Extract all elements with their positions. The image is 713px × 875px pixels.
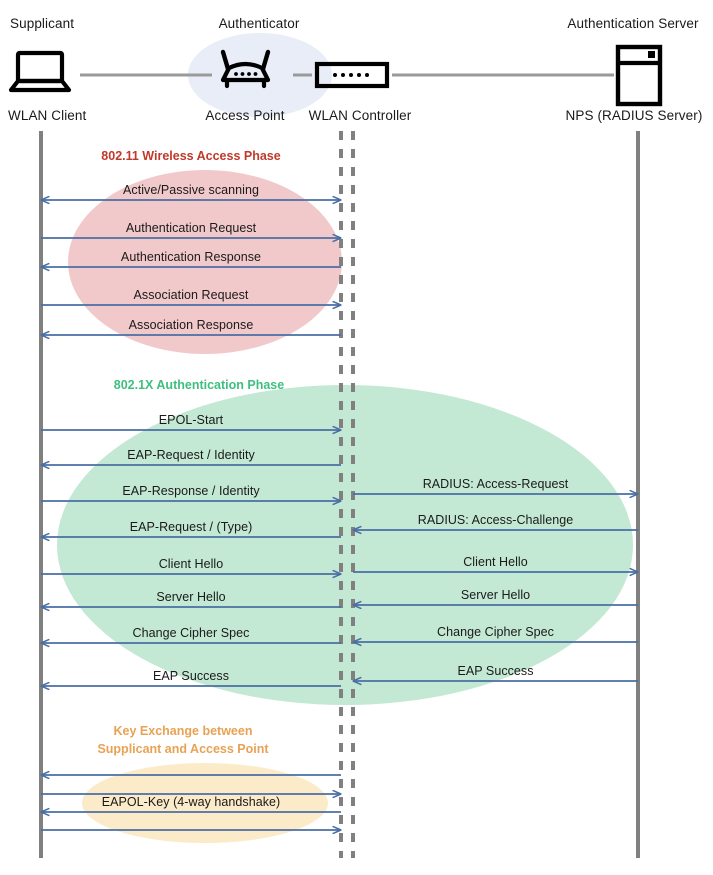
actor-role-authenticator: Authenticator: [218, 16, 300, 31]
phase-label-wireless: 802.11 Wireless Access Phase: [101, 149, 281, 163]
actor-role-auth-server: Authentication Server: [567, 16, 699, 31]
message-label-left-11: Change Cipher Spec: [132, 626, 250, 640]
phase-label-key-exchange-line2: Supplicant and Access Point: [97, 742, 269, 756]
ellipse-key-phase: [82, 763, 328, 843]
message-label-left-8: EAP-Request / (Type): [129, 520, 253, 534]
laptop-icon: [8, 50, 72, 93]
message-label-left-6: EAP-Request / Identity: [127, 448, 255, 462]
message-label-right-3: Server Hello: [460, 588, 531, 602]
server-icon: [615, 44, 663, 107]
message-label-left-9: Client Hello: [158, 557, 224, 571]
message-label-right-0: RADIUS: Access-Request: [422, 477, 569, 491]
message-arrows-left: [41, 200, 341, 830]
actor-role-supplicant: Supplicant: [10, 16, 75, 31]
message-label-left-4: Association Response: [128, 318, 254, 332]
message-label-left-5: EPOL-Start: [158, 413, 224, 427]
access-point-icon: [220, 49, 271, 89]
ellipse-8021x-phase: [57, 385, 633, 705]
phase-label-key-exchange: Key Exchange between Supplicant and Acce…: [97, 722, 268, 758]
phase-label-8021x: 802.1X Authentication Phase: [113, 378, 285, 392]
message-label-left-2: Authentication Response: [120, 250, 262, 264]
message-label-right-4: Change Cipher Spec: [437, 625, 554, 639]
actor-name-wlan-client: WLAN Client: [8, 108, 87, 123]
message-label-right-5: EAP Success: [457, 664, 534, 678]
message-label-left-7: EAP-Response / Identity: [122, 484, 260, 498]
message-label-left-0: Active/Passive scanning: [123, 183, 259, 197]
phase-label-key-exchange-line1: Key Exchange between: [113, 724, 253, 738]
actor-name-wlan-controller: WLAN Controller: [308, 108, 412, 123]
ellipse-wireless-phase: [68, 170, 342, 354]
message-arrows-right: [353, 494, 638, 681]
header-graphics: [80, 33, 614, 117]
message-label-right-1: RADIUS: Access-Challenge: [417, 513, 574, 527]
message-label-left-1: Authentication Request: [125, 221, 257, 235]
message-label-left-12: EAP Success: [152, 669, 230, 683]
actor-name-nps-radius-server: NPS (RADIUS Server): [565, 108, 703, 123]
wlan-controller-icon: [314, 61, 390, 89]
message-label-right-2: Client Hello: [463, 555, 528, 569]
message-label-left-10: Server Hello: [156, 590, 226, 604]
message-label-left-15: EAPOL-Key (4-way handshake): [101, 795, 281, 809]
actor-name-access-point: Access Point: [205, 108, 285, 123]
message-label-left-3: Association Request: [133, 288, 249, 302]
